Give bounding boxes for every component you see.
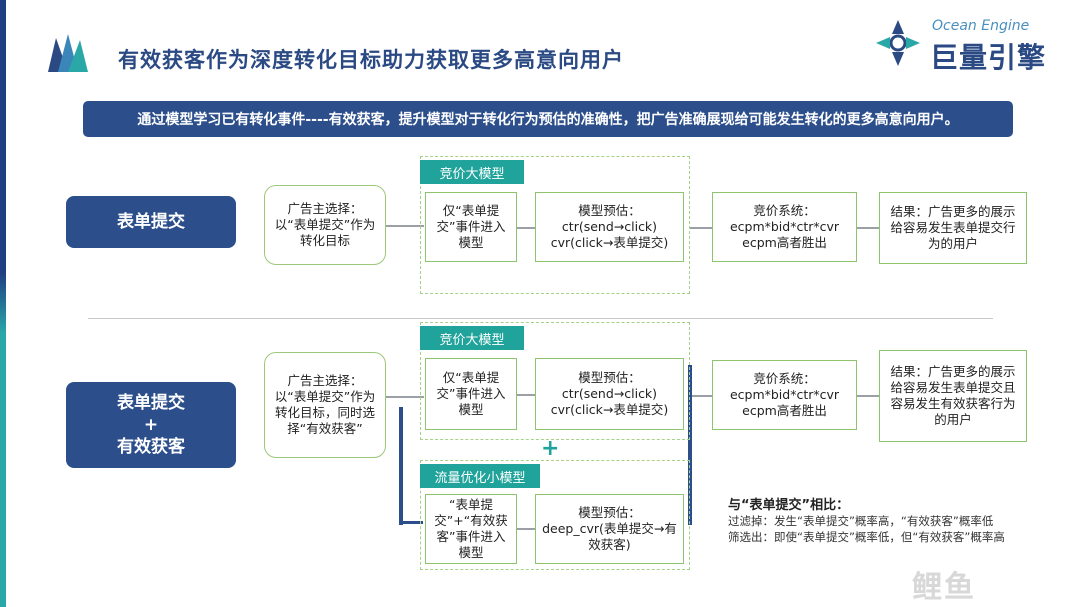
row2-small-tab: 流量优化小模型 — [420, 464, 540, 488]
row1-group-tab: 竞价大模型 — [420, 160, 524, 184]
row1-label: 表单提交 — [66, 196, 236, 248]
row1-event-box: 仅“表单提交”事件进入模型 — [425, 192, 517, 262]
row2-arrow-3 — [517, 528, 535, 530]
row2-plus-sign: + — [541, 436, 560, 461]
watermark-text: 鲤鱼 — [912, 570, 976, 605]
row2-label: 表单提交 + 有效获客 — [66, 382, 236, 468]
compare-line-1: 过滤掉：发生“表单提交”概率高，“有效获客”概率低 — [728, 514, 994, 528]
row2-bracket-right — [688, 365, 692, 525]
row2-label-line1: 表单提交 — [117, 393, 185, 413]
book-logo-icon — [48, 34, 88, 72]
row2-bidding-box: 竞价系统：ecpm*bid*ctr*cvr ecpm高者胜出 — [712, 360, 857, 430]
row2-arrow-1 — [386, 396, 424, 398]
row2-small-model-group — [420, 460, 690, 570]
row2-bracket-vertical — [399, 407, 403, 525]
row2-label-line2: 有效获客 — [117, 437, 185, 457]
brand-english: Ocean Engine — [932, 18, 1030, 34]
row1-arrow-3 — [690, 227, 712, 229]
brand-chinese: 巨量引擎 — [930, 41, 1047, 74]
row2-arrow-2 — [517, 394, 535, 396]
row1-arrow-1 — [386, 225, 424, 227]
row2-arrow-5 — [857, 395, 879, 397]
row1-predict-box: 模型预估：ctr(send→click) cvr(click→表单提交) — [535, 192, 684, 262]
row2-small-predict-box: 模型预估：deep_cvr(表单提交→有效获客) — [535, 494, 684, 564]
row1-arrow-4 — [857, 227, 879, 229]
row2-small-event-box: “表单提交”+“有效获客”事件进入模型 — [425, 494, 517, 564]
row2-label-plus: + — [143, 415, 159, 435]
row1-result-box: 结果：广告更多的展示给容易发生表单提交行为的用户 — [879, 192, 1027, 264]
compare-title: 与“表单提交”相比： — [728, 498, 850, 513]
row2-bracket-bottom — [399, 521, 423, 524]
summary-banner: 通过模型学习已有转化事件----有效获客，提升模型对于转化行为预估的准确性，把广… — [83, 101, 1013, 137]
row2-arrow-4 — [692, 395, 712, 397]
compare-line-2: 筛选出：即使“表单提交”概率低，但“有效获客”概率高 — [728, 530, 1005, 544]
row2-event-box: 仅“表单提交”事件进入模型 — [425, 358, 517, 430]
row2-advertiser-box: 广告主选择：以“表单提交”作为转化目标，同时选择“有效获客” — [264, 352, 386, 458]
row1-model-group — [420, 156, 690, 294]
page-title: 有效获客作为深度转化目标助力获取更多高意向用户 — [118, 48, 624, 72]
row2-group-tab: 竞价大模型 — [420, 326, 524, 350]
row2-model-group — [420, 322, 690, 440]
row1-bidding-box: 竞价系统：ecpm*bid*ctr*cvr ecpm高者胜出 — [712, 192, 857, 262]
ocean-engine-logo-icon — [876, 20, 920, 66]
row2-predict-box: 模型预估：ctr(send→click) cvr(click→表单提交) — [535, 358, 684, 430]
left-accent-bar — [0, 0, 6, 607]
row1-arrow-2 — [517, 227, 535, 229]
row2-result-box: 结果：广告更多的展示给容易发生表单提交且容易发生有效获客行为的用户 — [879, 350, 1027, 442]
row-divider — [88, 318, 993, 319]
row1-advertiser-box: 广告主选择：以“表单提交”作为转化目标 — [264, 185, 386, 265]
